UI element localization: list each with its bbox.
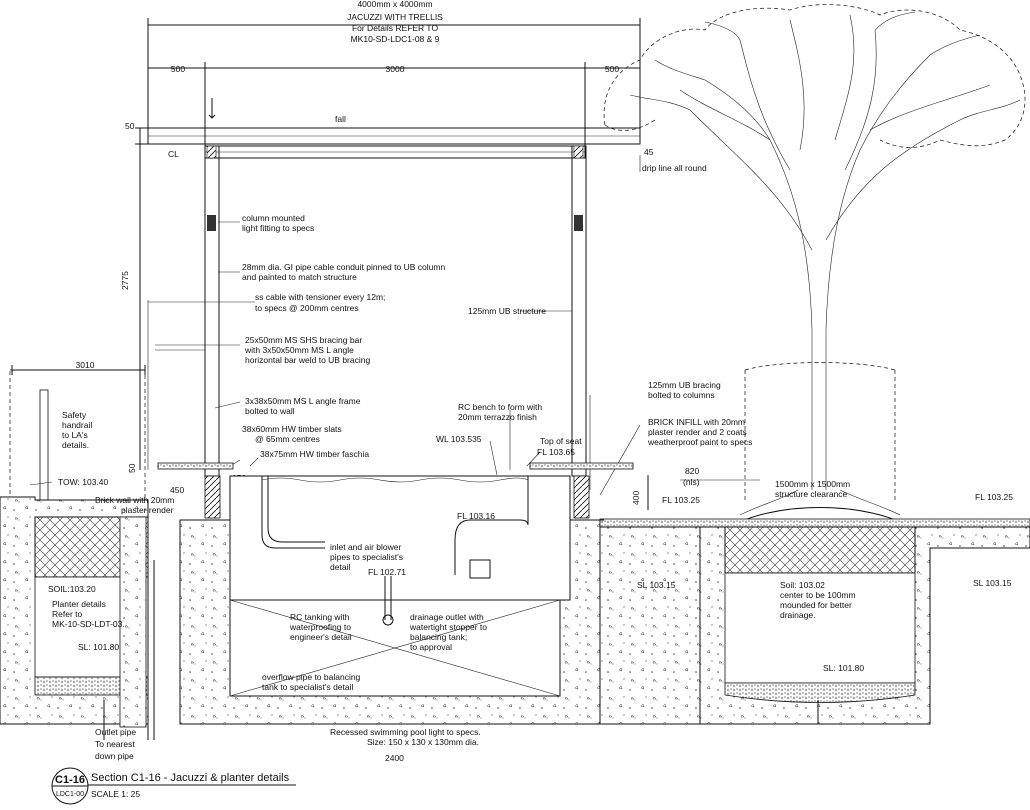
- drip-note: drip line all round: [642, 163, 707, 173]
- angle-note-b: bolted to wall: [245, 406, 295, 416]
- soil-note-right-c: mounded for better: [780, 600, 852, 610]
- dim-820: 820: [685, 466, 699, 476]
- recessed-light-note-a: Recessed swimming pool light to specs.: [330, 727, 481, 737]
- clearance-note-a: 1500mm x 1500mm: [775, 479, 850, 489]
- dim-820-note: (nls): [683, 477, 700, 487]
- outlet-note-a: Outlet pipe: [95, 727, 136, 737]
- fascia-note: 38x75mm HW timber faschia: [260, 449, 369, 459]
- handrail-note-a: Safety: [62, 410, 87, 420]
- outlet-note-c: down pipe: [95, 751, 134, 761]
- dim-3010: 3010: [76, 360, 95, 370]
- drain-note-c: balancing tank;: [410, 632, 467, 642]
- scale-label: SCALE 1: 25: [91, 789, 140, 799]
- handrail-note-d: details.: [62, 440, 89, 450]
- ub-bracing-note-b: bolted to columns: [648, 390, 715, 400]
- inlet-note-c: detail: [330, 562, 350, 572]
- seat-note-a: Top of seat: [540, 436, 582, 446]
- left-planter: [0, 365, 155, 740]
- sheet-ref: LDC1-00: [56, 791, 84, 798]
- fl-10325-right: FL 103.25: [975, 492, 1013, 502]
- inlet-note-b: pipes to specialist's: [330, 552, 403, 562]
- shs-note-b: with 3x50x50mm MS L angle: [244, 345, 354, 355]
- fl-10271-label: FL 102.71: [368, 567, 406, 577]
- header-line1: 4000mm x 4000mm: [357, 0, 432, 9]
- header-line4: MK10-SD-LDC1-08 & 9: [351, 34, 440, 44]
- dim-2775: 2775: [120, 271, 130, 290]
- centerline-label: CL: [168, 149, 179, 159]
- drain-note-a: drainage outlet with: [410, 612, 484, 622]
- dim-2400: 2400: [385, 753, 404, 763]
- section-title: Section C1-16 - Jacuzzi & planter detail…: [91, 772, 290, 784]
- soil-label-left: SOIL:103.20: [48, 584, 96, 594]
- planter-note-b: Refer to: [52, 609, 83, 619]
- tanking-note-a: RC tanking with: [290, 612, 350, 622]
- dim-left-500: 500: [171, 64, 185, 74]
- slats-note-b: @ 65mm centres: [255, 434, 320, 444]
- sl-10315-left: SL 103.15: [637, 580, 676, 590]
- handrail-note-c: to LA's: [62, 430, 88, 440]
- angle-note-a: 3x38x50mm MS L angle frame: [245, 396, 361, 406]
- section-ref: C1-16: [55, 774, 85, 786]
- clearance-note-b: structure clearance: [775, 489, 848, 499]
- brick-wall-note-b: plaster render: [121, 505, 174, 515]
- brick-infill-note-a: BRICK INFILL with 20mm: [648, 417, 745, 427]
- bench-note-b: 20mm terrazzo finish: [458, 412, 537, 422]
- top-dimensions: [135, 18, 641, 470]
- ss-cable-note-a: ss cable with tensioner every 12m;: [255, 292, 385, 302]
- inlet-note-a: inlet and air blower: [330, 542, 402, 552]
- jacuzzi-section: [157, 462, 634, 725]
- light-note-a: column mounted: [242, 213, 305, 223]
- sl-label-left: SL: 101.80: [78, 642, 119, 652]
- bench-note-a: RC bench to form with: [458, 402, 542, 412]
- header-line2: JACUZZI WITH TRELLIS: [347, 12, 443, 22]
- dim-450: 450: [170, 485, 184, 495]
- seat-note-b: FL 103.65: [537, 447, 575, 457]
- slats-note-a: 38x60mm HW timber slats: [242, 424, 342, 434]
- dim-50: 50: [125, 121, 135, 131]
- shs-note-a: 25x50mm MS SHS bracing bar: [245, 335, 362, 345]
- handrail-note-b: handrail: [62, 420, 92, 430]
- brick-infill-note-c: weatherproof paint to specs: [647, 437, 752, 447]
- dim-right-500: 500: [605, 64, 619, 74]
- conduit-note-b: and painted to match structure: [242, 272, 357, 282]
- brick-wall-note-a: Brick wall with 20mm: [95, 495, 174, 505]
- planter-note-c: MK-10-SD-LDT-03.: [52, 619, 125, 629]
- trellis-structure: [147, 127, 641, 477]
- overflow-note-b: tank to specialist's detail: [262, 682, 354, 692]
- dim-50b: 50: [127, 463, 137, 473]
- tanking-note-c: engineer's detail: [290, 632, 352, 642]
- conduit-note-a: 28mm dia. GI pipe cable conduit pinned t…: [242, 262, 445, 272]
- tow-label: TOW: 103.40: [58, 477, 109, 487]
- drain-note-d: to approval: [410, 642, 452, 652]
- fl-10325-left: FL 103.25: [662, 495, 700, 505]
- sl-label-right: SL: 101.80: [823, 663, 864, 673]
- ub-structure-note: 125mm UB structure: [468, 306, 546, 316]
- dim-400: 400: [631, 491, 641, 505]
- sl-10315-right: SL 103.15: [973, 578, 1012, 588]
- tree-illustration: [603, 4, 1026, 531]
- ss-cable-note-b: to specs @ 200mm centres: [255, 303, 359, 313]
- soil-note-right-d: drainage.: [780, 610, 815, 620]
- header-line3: For Details REFER TO: [352, 23, 439, 33]
- planter-note-a: Planter details: [52, 599, 106, 609]
- fall-label: fall: [335, 114, 346, 124]
- paving-and-right-planter: [596, 475, 1030, 725]
- recessed-light-note-b: Size: 150 x 130 x 130mm dia.: [367, 737, 479, 747]
- soil-note-right-a: Soil: 103.02: [780, 580, 825, 590]
- dim-45: 45: [644, 147, 654, 157]
- shs-note-c: horizontal bar weld to UB bracing: [245, 355, 370, 365]
- overflow-note-a: overflow pipe to balancing: [262, 672, 361, 682]
- ub-bracing-note-a: 125mm UB bracing: [648, 380, 721, 390]
- soil-note-right-b: center to be 100mm: [780, 590, 856, 600]
- title-block: [51, 767, 296, 805]
- light-note-b: light fitting to specs: [242, 223, 314, 233]
- brick-infill-note-b: plaster render and 2 coats: [648, 427, 747, 437]
- dim-mid-3000: 3000: [386, 64, 405, 74]
- tanking-note-b: waterproofing to: [289, 622, 351, 632]
- drain-note-b: watertight stopper to: [409, 622, 487, 632]
- outlet-note-b: To nearest: [95, 739, 135, 749]
- water-level-label: WL 103.535: [436, 434, 482, 444]
- fl-10316-label: FL 103.16: [457, 511, 495, 521]
